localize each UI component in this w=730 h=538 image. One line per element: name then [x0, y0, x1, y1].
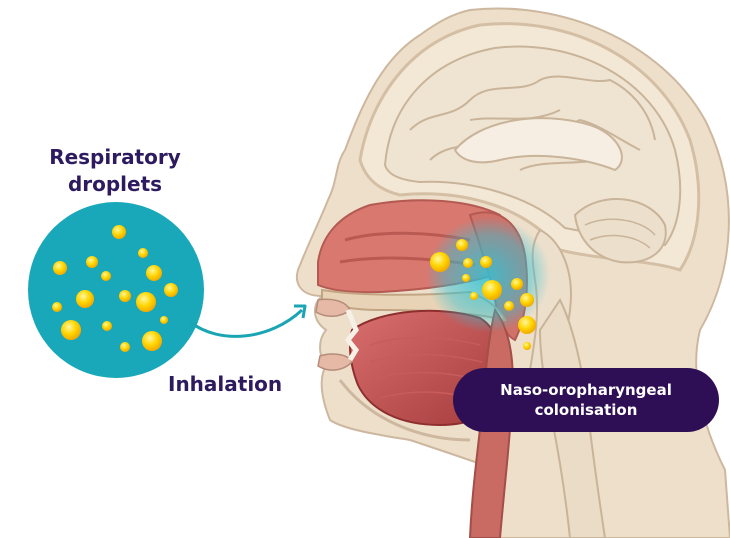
droplets-label-line2: droplets — [20, 171, 210, 198]
droplets-label-line1: Respiratory — [20, 144, 210, 171]
colonisation-label-line2: colonisation — [535, 400, 638, 420]
colonisation-glow — [426, 217, 550, 333]
droplet-disc-icon — [28, 202, 204, 378]
inhalation-label: Inhalation — [168, 372, 282, 396]
head-illustration — [297, 8, 730, 538]
curved-arrow-icon — [190, 306, 305, 336]
respiratory-droplets-label: Respiratory droplets — [20, 144, 210, 198]
colonisation-label-line1: Naso-oropharyngeal — [500, 380, 672, 400]
colonisation-badge: Naso-oropharyngeal colonisation — [453, 368, 719, 432]
